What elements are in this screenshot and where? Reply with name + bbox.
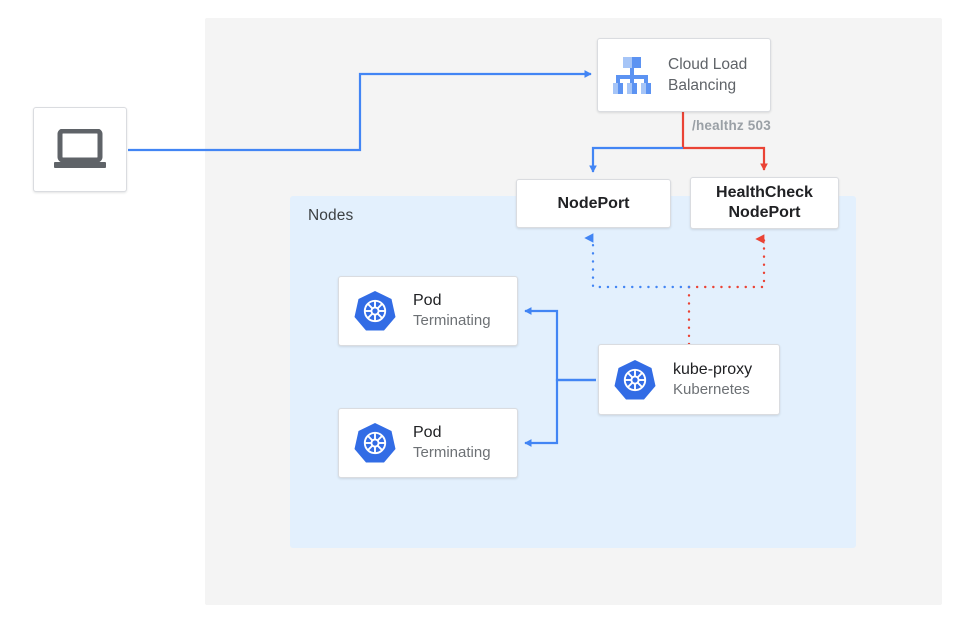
pod-title-1: Pod: [413, 292, 442, 309]
wire-kubeproxy-to-pod-1: [524, 307, 596, 382]
client-device-box: [33, 107, 127, 192]
kubernetes-icon: [614, 359, 656, 399]
pod-status-1: Terminating: [413, 312, 491, 329]
wire-kubeproxy-to-healthcheck-nodeport: [687, 234, 766, 289]
kube-proxy-subtitle: Kubernetes: [673, 380, 750, 398]
pod-title-2: Pod: [413, 424, 442, 441]
kubernetes-icon: [354, 423, 396, 463]
wire-kubeproxy-to-pod-2: [524, 378, 596, 447]
cloud-load-balancing-box: Cloud Load Balancing: [597, 38, 771, 112]
kube-proxy-box: kube-proxy Kubernetes: [598, 344, 780, 415]
pod-box-1: Pod Terminating: [338, 276, 518, 346]
nodeport-box: NodePort: [516, 179, 671, 228]
kube-proxy-title: kube-proxy: [673, 360, 753, 378]
laptop-icon: [54, 128, 106, 168]
healthcheck-nodeport-label: HealthCheck NodePort: [716, 184, 813, 221]
wire-load-balancer-to-healthcheck-nodeport: [683, 146, 768, 171]
nodes-panel-label: Nodes: [308, 207, 354, 224]
pod-box-2: Pod Terminating: [338, 408, 518, 478]
wire-kubeproxy-to-nodeport: [584, 233, 691, 289]
cloud-load-balancing-label: Cloud Load Balancing: [668, 56, 748, 94]
healthz-503-label: /healthz 503: [692, 118, 771, 133]
wire-client-to-load-balancer: [128, 70, 592, 152]
nodeport-label: NodePort: [557, 194, 630, 212]
cloud-load-balancing-icon: [613, 57, 651, 94]
wire-load-balancer-to-nodeport: [589, 146, 683, 173]
kubernetes-icon: [354, 291, 396, 331]
pod-status-2: Terminating: [413, 444, 491, 461]
healthcheck-nodeport-box: HealthCheck NodePort: [690, 177, 839, 229]
